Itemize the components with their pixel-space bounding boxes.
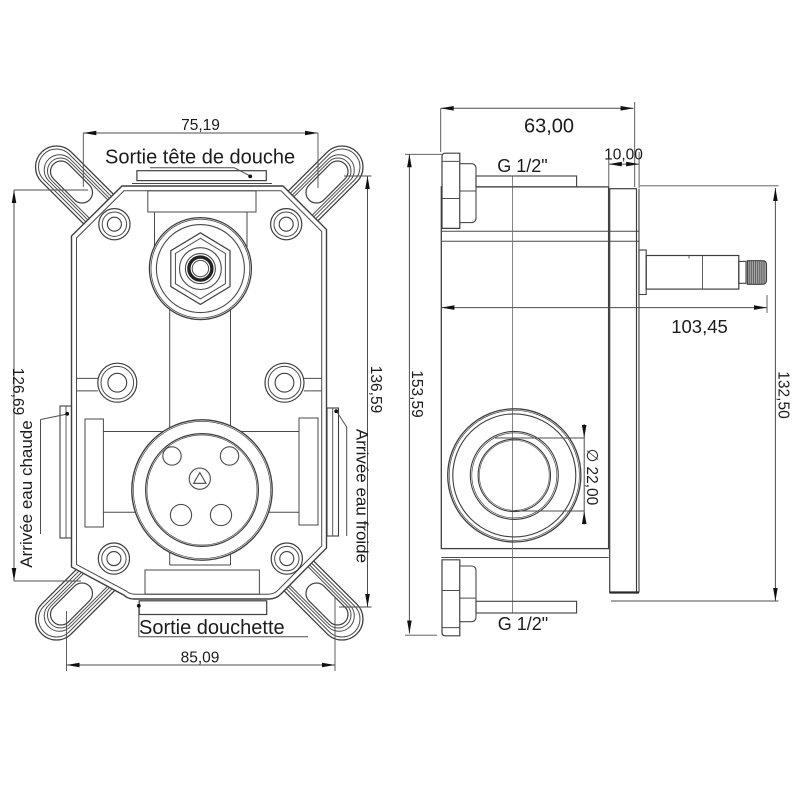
svg-text:85,09: 85,09: [181, 650, 220, 667]
svg-text:∅ 22,00: ∅ 22,00: [583, 449, 600, 506]
svg-text:10,00: 10,00: [604, 147, 643, 164]
svg-text:132,50: 132,50: [775, 371, 792, 419]
svg-text:Arrivée eau froide: Arrivée eau froide: [353, 429, 372, 563]
svg-text:Sortie tête de douche: Sortie tête de douche: [105, 147, 295, 169]
svg-text:63,00: 63,00: [524, 115, 574, 137]
svg-text:126,69: 126,69: [9, 368, 26, 415]
svg-text:Arrivée eau chaude: Arrivée eau chaude: [17, 420, 36, 567]
svg-text:75,19: 75,19: [181, 117, 220, 134]
svg-text:Sortie douchette: Sortie douchette: [139, 617, 285, 639]
svg-text:136,59: 136,59: [367, 366, 384, 413]
svg-text:G 1/2": G 1/2": [497, 156, 547, 176]
svg-text:103,45: 103,45: [671, 316, 728, 337]
svg-text:G 1/2": G 1/2": [498, 614, 548, 634]
svg-text:153,59: 153,59: [408, 370, 425, 417]
